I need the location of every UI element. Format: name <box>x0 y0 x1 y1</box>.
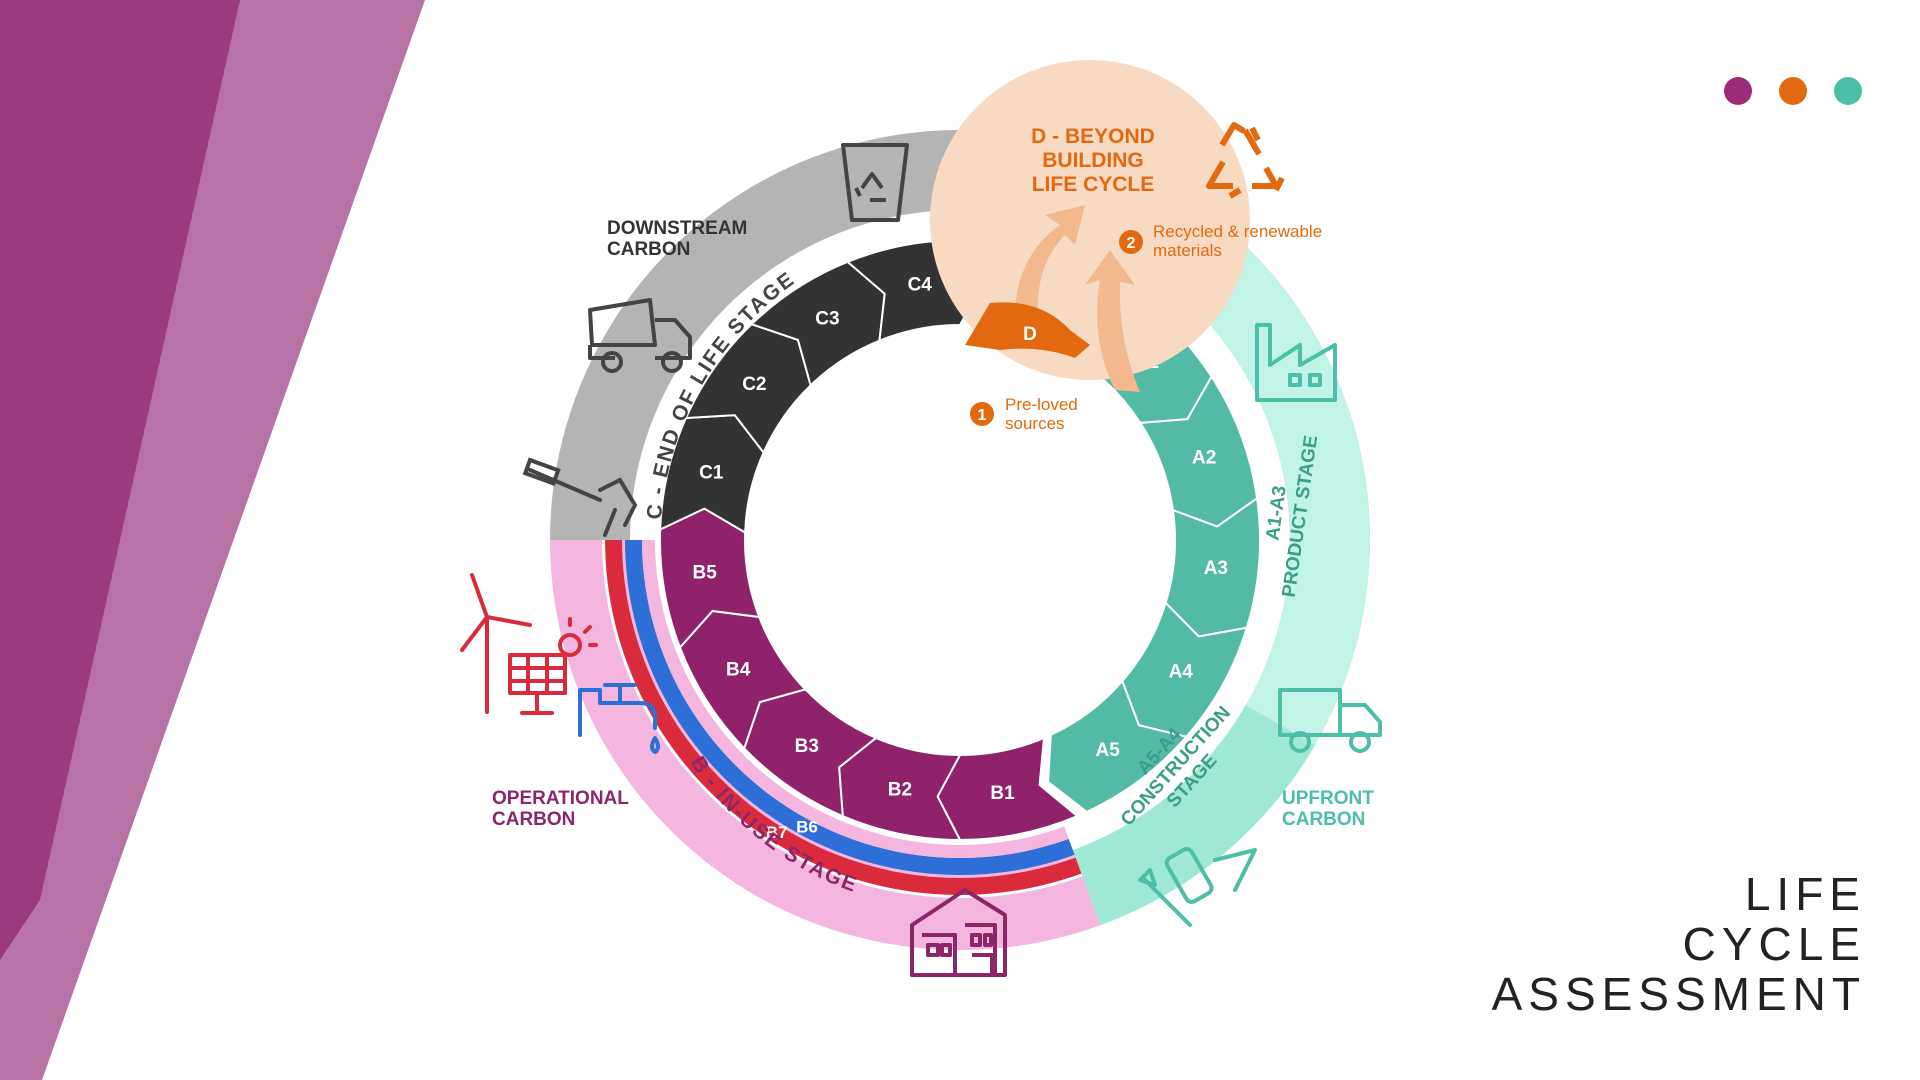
title-line-3: ASSESSMENT <box>1492 968 1866 1020</box>
module-c3-label: C3 <box>815 308 839 329</box>
svg-text:sources: sources <box>1005 414 1065 433</box>
svg-text:CARBON: CARBON <box>607 239 690 260</box>
beyond-building-bubble <box>930 60 1250 392</box>
dot-purple <box>1724 77 1752 105</box>
module-b6-label: B6 <box>796 817 818 836</box>
svg-text:D - BEYOND: D - BEYOND <box>1031 125 1155 148</box>
module-c4-label: C4 <box>908 275 933 296</box>
factory-icon <box>1255 323 1337 402</box>
module-b1-label: B1 <box>990 783 1015 804</box>
svg-text:OPERATIONAL: OPERATIONAL <box>492 788 629 809</box>
upfront-carbon-label: UPFRONT CARBON <box>1282 788 1374 830</box>
module-a5 <box>1047 679 1189 814</box>
stage-a45-band <box>1072 705 1316 926</box>
svg-text:UPFRONT: UPFRONT <box>1282 788 1374 809</box>
house-icon <box>910 888 1007 977</box>
svg-text:1: 1 <box>978 407 987 424</box>
module-b7-label: B7 <box>766 823 788 842</box>
water-tap-icon <box>578 683 660 754</box>
module-b4-label: B4 <box>726 660 751 681</box>
dot-orange <box>1779 77 1807 105</box>
downstream-carbon-label: DOWNSTREAM CARBON <box>607 218 747 260</box>
module-a2-label: A2 <box>1192 447 1216 468</box>
module-c1-label: C1 <box>699 462 724 483</box>
module-a4-label: A4 <box>1169 662 1194 683</box>
module-segments: A1A2A3A4A5B1B2B3B4B5C1C2C3C4B6B7 <box>659 238 1261 842</box>
page-title: LIFE CYCLE ASSESSMENT <box>1492 868 1866 1020</box>
recycle-bin-icon <box>841 143 909 222</box>
svg-text:CARBON: CARBON <box>492 809 575 830</box>
module-c2-label: C2 <box>742 374 766 395</box>
hammer-icon <box>522 457 638 537</box>
module-d-label: D <box>1023 324 1037 345</box>
svg-text:Recycled & renewable: Recycled & renewable <box>1153 222 1322 241</box>
svg-text:BUILDING: BUILDING <box>1042 149 1144 172</box>
title-line-1: LIFE <box>1745 868 1866 920</box>
module-a3-label: A3 <box>1204 558 1228 579</box>
stage-c-band <box>550 129 1224 540</box>
beyond-building-label: D - BEYOND BUILDING LIFE CYCLE <box>1031 125 1155 196</box>
module-b2-label: B2 <box>888 779 912 800</box>
color-dots <box>1724 77 1862 105</box>
module-b3-label: B3 <box>795 736 819 757</box>
title-line-2: CYCLE <box>1683 918 1866 970</box>
svg-text:DOWNSTREAM: DOWNSTREAM <box>607 218 747 239</box>
module-d-arrow: D <box>965 302 1090 358</box>
svg-text:LIFE CYCLE: LIFE CYCLE <box>1032 173 1155 196</box>
dot-teal <box>1834 77 1862 105</box>
svg-text:materials: materials <box>1153 241 1222 260</box>
note-preloved: 1 Pre-loved sources <box>970 395 1078 433</box>
delivery-truck-icon <box>1278 688 1382 753</box>
svg-text:CARBON: CARBON <box>1282 809 1365 830</box>
dump-truck-icon <box>588 298 692 373</box>
module-b5-label: B5 <box>693 563 718 584</box>
recycle-icon <box>1206 122 1285 199</box>
stage-a13-band <box>1172 225 1371 746</box>
background-decoration <box>0 0 425 1080</box>
svg-text:2: 2 <box>1127 235 1136 252</box>
tools-icon <box>1138 847 1257 927</box>
operational-carbon-label: OPERATIONAL CARBON <box>492 788 629 830</box>
note-recycled: 2 Recycled & renewable materials <box>1119 222 1322 260</box>
svg-text:Pre-loved: Pre-loved <box>1005 395 1078 414</box>
wind-solar-icon <box>460 573 598 715</box>
module-a5-label: A5 <box>1096 740 1121 761</box>
